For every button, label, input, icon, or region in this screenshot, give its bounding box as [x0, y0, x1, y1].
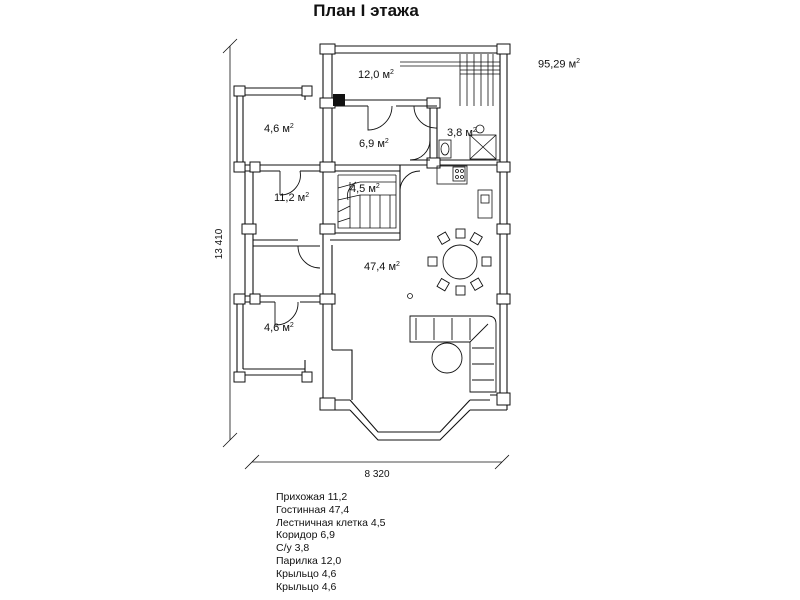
- room-label-wc: 3,8 м2: [447, 127, 477, 139]
- washbasin-icon: [475, 124, 485, 134]
- kitchen-unit: [436, 165, 493, 219]
- legend-item: Парилка 12,0: [276, 554, 342, 567]
- room-legend: Прихожая 11,2 Гостинная 47,4 Лестничная …: [276, 491, 385, 593]
- staircase-icon: [337, 174, 397, 229]
- total-area: 95,29 м2: [538, 58, 580, 71]
- total-area-value: 95,29: [538, 58, 566, 71]
- wc-fixtures: [438, 124, 497, 160]
- cooktop-icon: [452, 166, 466, 182]
- door-hall-icon: [297, 245, 321, 269]
- legend-item: Прихожая 11,2: [276, 491, 348, 503]
- room-label-hall: 11,2 м2: [274, 192, 309, 204]
- legend-item: Крыльцо 4,6: [276, 567, 337, 580]
- door-corridor-icon: [409, 139, 431, 161]
- walls: [236, 45, 508, 441]
- stove-icon: [333, 94, 345, 106]
- door-porch-bottom-icon: [274, 301, 299, 326]
- toilet-icon: [438, 139, 452, 159]
- legend-item: Крыльцо 4,6: [276, 580, 337, 593]
- dimension-vertical: 13 410: [214, 228, 225, 259]
- room-label-sauna: 12,0 м2: [358, 69, 394, 81]
- legend-item: С/у 3,8: [276, 542, 310, 555]
- dimension-horizontal: 8 320: [364, 469, 389, 480]
- room-label-porch-top: 4,6 м2: [264, 123, 294, 135]
- room-label-stair: 4,5 м2: [350, 183, 380, 195]
- total-area-sup: 2: [576, 58, 581, 65]
- door-sauna-icon: [367, 105, 393, 131]
- sauna-bench-icon: [400, 54, 500, 106]
- legend-item: Коридор 6,9: [276, 529, 335, 542]
- dimension-lines: [222, 38, 510, 470]
- log-ends: [233, 43, 511, 411]
- legend-item: Гостинная 47,4: [276, 503, 350, 516]
- door-porch-top-icon: [279, 170, 301, 196]
- total-area-unit: м: [568, 58, 577, 71]
- column-icon: [407, 293, 413, 299]
- sofa-icon: [409, 315, 497, 393]
- legend-item: Лестничная клетка 4,5: [276, 516, 386, 529]
- room-label-living: 47,4 м2: [364, 261, 400, 273]
- door-swings: [274, 105, 438, 326]
- shower-icon: [469, 134, 497, 160]
- room-label-corridor: 6,9 м2: [359, 138, 389, 150]
- door-wc-icon: [413, 105, 438, 129]
- door-living-icon: [399, 170, 421, 191]
- room-label-porch-bottom: 4,6 м2: [264, 322, 294, 334]
- coffee-table-icon: [431, 342, 463, 374]
- plan-title: План I этажа: [313, 1, 419, 20]
- dining-table-icon: [427, 228, 492, 296]
